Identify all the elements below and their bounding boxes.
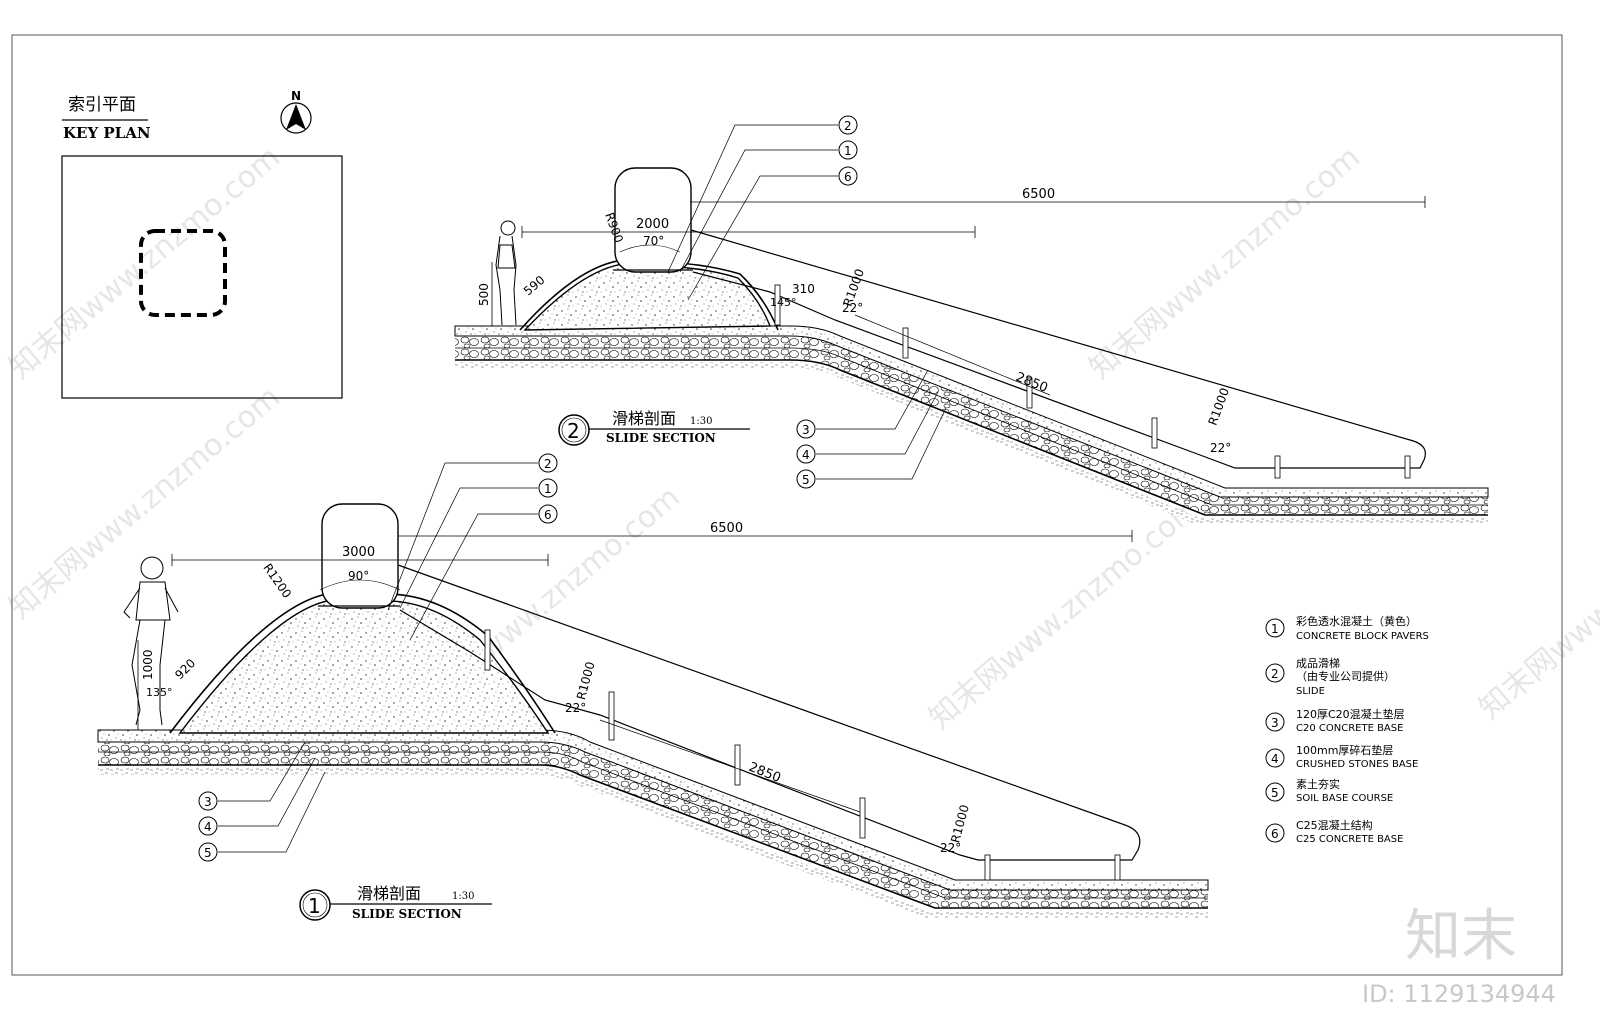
- svg-text:5: 5: [802, 473, 810, 487]
- svg-text:SLIDE: SLIDE: [1296, 686, 1325, 697]
- dim-3000: 3000: [342, 545, 375, 560]
- svg-text:2: 2: [844, 119, 852, 133]
- dim-500: 500: [477, 283, 491, 306]
- child-figure-icon: [123, 556, 179, 726]
- svg-text:5: 5: [1271, 786, 1279, 800]
- slide-chute: [690, 229, 1426, 469]
- watermark-text: 知末网www.znzmo.com: [1083, 140, 1367, 386]
- brand-logo: 知末: [1405, 904, 1517, 969]
- material-legend: 1 彩色透水混凝土（黄色） CONCRETE BLOCK PAVERS 2 成品…: [1265, 614, 1429, 845]
- svg-text:100mm厚碎石垫层: 100mm厚碎石垫层: [1296, 743, 1393, 757]
- section-2: 2000 70° 6500 R900 500 590 310 145° 22° …: [454, 115, 1489, 524]
- svg-text:（由专业公司提供）: （由专业公司提供）: [1296, 669, 1395, 683]
- radius-r1000-a: R1000: [574, 660, 598, 701]
- svg-text:5: 5: [204, 846, 212, 860]
- legend-item: 1 彩色透水混凝土（黄色） CONCRETE BLOCK PAVERS: [1265, 614, 1429, 642]
- legend-item: 4 100mm厚碎石垫层 CRUSHED STONES BASE: [1265, 743, 1418, 770]
- svg-text:3: 3: [204, 795, 212, 809]
- dim-2000: 2000: [636, 217, 669, 232]
- svg-text:C25混凝土结构: C25混凝土结构: [1296, 818, 1373, 832]
- svg-text:SOIL BASE COURSE: SOIL BASE COURSE: [1296, 793, 1393, 804]
- dim-1000: 1000: [141, 649, 155, 680]
- callouts-section1-top: 2 1 6: [387, 453, 558, 641]
- svg-text:成品滑梯: 成品滑梯: [1296, 657, 1340, 670]
- legend-item: 6 C25混凝土结构 C25 CONCRETE BASE: [1265, 818, 1403, 845]
- angle-145: 145°: [770, 296, 797, 309]
- angle-90: 90°: [348, 569, 369, 583]
- svg-text:6: 6: [544, 508, 552, 522]
- svg-text:4: 4: [802, 448, 810, 462]
- watermark-text: 知末网www.znzmo.com: [3, 380, 287, 626]
- svg-text:C25 CONCRETE BASE: C25 CONCRETE BASE: [1296, 834, 1403, 845]
- svg-text:120厚C20混凝土垫层: 120厚C20混凝土垫层: [1296, 707, 1405, 721]
- callouts-section2-bottom: 3 4 5: [796, 369, 947, 489]
- watermark-text: 知末网www.znzmo.com: [3, 140, 287, 386]
- svg-text:CONCRETE BLOCK PAVERS: CONCRETE BLOCK PAVERS: [1296, 631, 1429, 642]
- section-1-scale: 1:30: [452, 891, 474, 902]
- angle-70: 70°: [643, 234, 664, 248]
- key-plan: 索引平面 KEY PLAN N: [61, 89, 343, 399]
- section-2-scale: 1:30: [690, 416, 712, 427]
- section-2-number: 2: [567, 419, 580, 443]
- svg-text:1: 1: [844, 144, 852, 158]
- section-1-title: 1 滑梯剖面 1:30 SLIDE SECTION: [299, 884, 492, 921]
- svg-text:4: 4: [204, 820, 212, 834]
- section-1-number: 1: [308, 894, 321, 918]
- angle-135: 135°: [146, 686, 173, 699]
- dim-310: 310: [792, 282, 815, 296]
- angle-22-b: 22°: [1210, 441, 1231, 455]
- svg-text:3: 3: [1271, 716, 1279, 730]
- radius-r1000-b: R1000: [1206, 386, 1232, 427]
- callouts-section1-bottom: 3 4 5: [198, 741, 326, 862]
- legend-item: 3 120厚C20混凝土垫层 C20 CONCRETE BASE: [1265, 707, 1405, 734]
- svg-text:C20 CONCRETE BASE: C20 CONCRETE BASE: [1296, 723, 1403, 734]
- svg-text:3: 3: [802, 423, 810, 437]
- key-plan-frame: [61, 155, 343, 399]
- key-plan-title-cn: 索引平面: [68, 95, 136, 115]
- svg-text:1: 1: [1271, 622, 1279, 636]
- child-figure-icon: [495, 220, 517, 326]
- legend-item: 5 素土夯实 SOIL BASE COURSE: [1265, 777, 1393, 804]
- angle-22-a: 22°: [565, 701, 586, 715]
- legend-item: 2 成品滑梯 （由专业公司提供） SLIDE: [1265, 657, 1395, 697]
- dim-920: 920: [172, 656, 198, 682]
- angle-22-a: 22°: [842, 301, 863, 315]
- watermark-text: 知末网www.znzmo.com: [1473, 480, 1600, 726]
- watermark-layer: 知末网www.znzmo.com 知末网www.znzmo.com 知末网www…: [3, 140, 1600, 736]
- slide-chute: [397, 564, 1141, 861]
- dim-590: 590: [521, 273, 548, 298]
- svg-text:2: 2: [1271, 667, 1279, 681]
- section-1-title-cn: 滑梯剖面: [357, 884, 421, 903]
- svg-text:素土夯实: 素土夯实: [1296, 777, 1340, 791]
- section-2-title: 2 滑梯剖面 1:30 SLIDE SECTION: [558, 409, 750, 446]
- svg-text:1: 1: [544, 482, 552, 496]
- dim-6500-bottom: 6500: [710, 521, 743, 536]
- dim-6500-top: 6500: [1022, 187, 1055, 202]
- slide-platform: [614, 167, 692, 273]
- svg-text:2: 2: [544, 457, 552, 471]
- drawing-border: [11, 34, 1563, 976]
- angle-22-b: 22°: [940, 841, 961, 855]
- radius-r1200: R1200: [260, 561, 294, 601]
- callouts-section2-top: 2 1 6: [667, 115, 858, 301]
- dim-2850-bottom: 2850: [747, 760, 783, 786]
- north-arrow-icon: N: [280, 89, 312, 134]
- svg-text:4: 4: [1271, 752, 1279, 766]
- watermark-text: 知末网www.znzmo.com: [923, 490, 1207, 736]
- key-plan-site-outline: [139, 229, 227, 317]
- section-2-title-en: SLIDE SECTION: [606, 431, 716, 445]
- section-2-title-cn: 滑梯剖面: [612, 409, 676, 428]
- north-label: N: [291, 89, 301, 103]
- svg-text:彩色透水混凝土（黄色）: 彩色透水混凝土（黄色）: [1296, 614, 1417, 628]
- svg-text:6: 6: [844, 170, 852, 184]
- key-plan-title-en: KEY PLAN: [63, 124, 151, 142]
- image-id-text: ID: 1129134944: [1362, 980, 1556, 1008]
- svg-text:6: 6: [1271, 827, 1279, 841]
- section-1-title-en: SLIDE SECTION: [352, 907, 462, 921]
- svg-text:CRUSHED STONES BASE: CRUSHED STONES BASE: [1296, 759, 1418, 770]
- radius-r1000-b: R1000: [948, 803, 972, 844]
